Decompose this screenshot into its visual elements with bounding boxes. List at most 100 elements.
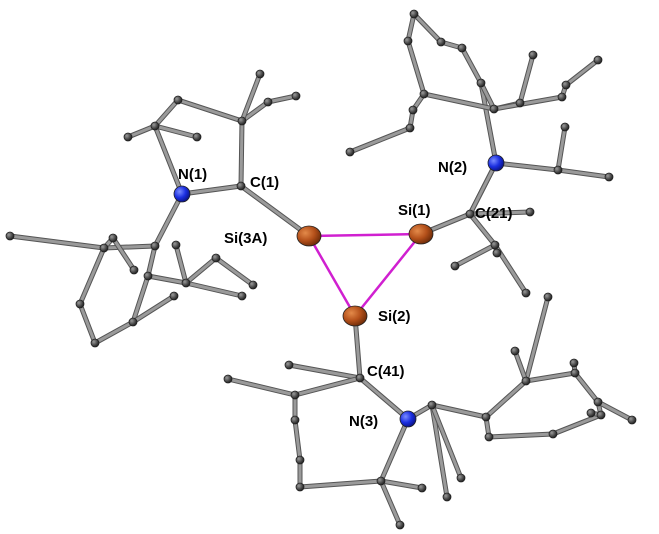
labels-layer: N(1) C(1) Si(3A) Si(1) N(2) C(21) Si(2) … (178, 159, 513, 430)
atoms-layer (5, 9, 637, 530)
bond-e3-e4 (573, 371, 600, 404)
atom-e6 (548, 429, 558, 439)
atom-a6 (123, 132, 133, 142)
atom-n2 (487, 154, 505, 172)
atom-r13 (593, 55, 603, 65)
atom-a3 (237, 116, 247, 126)
bond-n1-b1 (153, 192, 184, 248)
atom-e12 (510, 346, 520, 356)
bond-d1-d2 (226, 377, 297, 397)
bond-d3-d4 (298, 479, 383, 489)
si-si-bond-si2-si3a (307, 234, 357, 318)
bond-m1-m3 (556, 125, 567, 172)
atom-d9 (290, 415, 300, 425)
bond-a4-a5 (266, 94, 298, 104)
atom-e15 (586, 408, 596, 418)
atom-r12 (561, 80, 571, 90)
atom-m7 (525, 207, 535, 217)
bond-e4-e14 (596, 400, 634, 422)
atom-r5 (436, 37, 446, 47)
bond-m8-m5 (453, 243, 497, 268)
atom-b8 (129, 265, 139, 275)
bond-b3-b4 (78, 302, 97, 345)
bond-n2-c21 (468, 161, 498, 216)
atom-a2 (173, 95, 183, 105)
bond-n1-a1 (153, 124, 184, 196)
bond-b5-b6 (131, 274, 150, 324)
bond-r7-r8 (406, 39, 426, 96)
bond-b11-b12 (174, 243, 188, 285)
label-n2: N(2) (438, 159, 467, 176)
atom-e4 (593, 397, 603, 407)
atom-b3 (75, 299, 85, 309)
si-si-bond-si3a-si1 (307, 232, 423, 238)
atom-d7 (295, 455, 305, 465)
atom-b11 (181, 278, 191, 288)
atom-r2 (489, 104, 499, 114)
atom-r8 (419, 89, 429, 99)
atom-d1 (290, 390, 300, 400)
atom-b7 (5, 231, 15, 241)
atom-c1 (236, 181, 246, 191)
atom-a8 (255, 69, 265, 79)
atom-a5 (291, 91, 301, 101)
label-si2: Si(2) (378, 308, 411, 325)
label-n3: N(3) (349, 413, 378, 430)
atom-b1 (150, 241, 160, 251)
atom-e11 (543, 292, 553, 302)
atom-m5 (450, 261, 460, 271)
atom-d8 (284, 360, 294, 370)
atom-m3 (560, 122, 570, 132)
atom-e1 (481, 412, 491, 422)
atom-e8 (427, 400, 437, 410)
atom-b4 (90, 338, 100, 348)
atom-b5 (128, 317, 138, 327)
bond-b1-b2 (102, 244, 157, 250)
bond-c21-m8 (468, 212, 497, 247)
atom-e10 (456, 473, 466, 483)
atom-a1 (150, 121, 160, 131)
atom-b15 (169, 291, 179, 301)
atom-d3 (295, 482, 305, 492)
atom-e13 (569, 358, 579, 368)
bond-e2-e11 (524, 295, 550, 383)
bond-b2-b3 (78, 246, 106, 306)
atom-e14 (627, 415, 637, 425)
atom-e7 (484, 432, 494, 442)
atom-r14 (557, 92, 567, 102)
bond-b2-b7 (8, 234, 106, 250)
bond-c21-m7 (468, 210, 532, 216)
bond-d4-d6 (379, 479, 424, 490)
bond-r1-r4 (460, 46, 483, 85)
bond-a3-a4 (240, 100, 270, 123)
label-c1: C(1) (250, 174, 279, 191)
atom-r9 (408, 105, 418, 115)
atom-e2 (521, 376, 531, 386)
atom-d5 (395, 520, 405, 530)
label-c21: C(21) (475, 205, 513, 222)
atom-r1 (476, 78, 486, 88)
atom-d4 (376, 476, 386, 486)
bonds-layer (7, 11, 635, 528)
label-si3a: Si(3A) (224, 230, 267, 247)
atom-d2 (223, 374, 233, 384)
atom-r3 (515, 98, 525, 108)
bond-b6-b11 (146, 274, 188, 285)
bond-si3a-c1 (239, 184, 311, 238)
bond-c41-d8 (287, 363, 362, 380)
bond-n2-m1 (494, 161, 560, 172)
bond-r8-r2 (422, 92, 496, 111)
atom-d6 (417, 483, 427, 493)
bond-b10-b13 (214, 256, 255, 287)
atom-b2 (99, 243, 109, 253)
bond-r10-r11 (348, 126, 412, 154)
si-si-bond-si1-si2 (353, 232, 423, 318)
bond-e8-e1 (430, 403, 488, 419)
atom-r4 (457, 43, 467, 53)
atom-c21 (465, 209, 475, 219)
bond-b6-b1 (146, 244, 157, 278)
atom-n1 (173, 185, 191, 203)
bond-b5-b15 (131, 294, 176, 324)
bond-r1-r2 (479, 81, 496, 111)
